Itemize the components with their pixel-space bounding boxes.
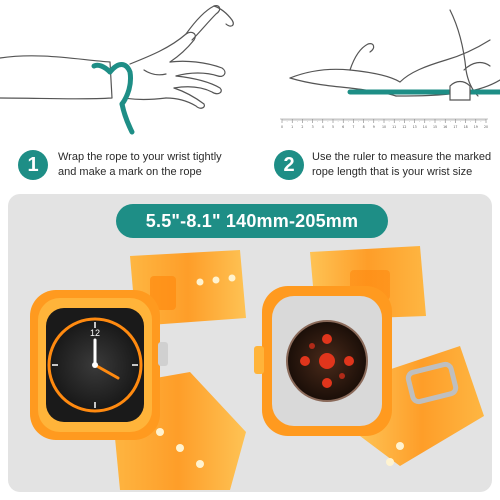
svg-text:12: 12 <box>90 328 100 338</box>
size-range-banner: 5.5"-8.1" 140mm-205mm <box>116 204 388 238</box>
ruler-label: 18 <box>464 125 468 129</box>
ruler-label: 3 <box>312 125 314 129</box>
ruler-label: 8 <box>363 125 365 129</box>
watch-front-image: 12 <box>10 236 250 492</box>
ruler-label: 17 <box>453 125 457 129</box>
ruler-label: 2 <box>301 125 303 129</box>
ruler-label: 11 <box>392 125 396 129</box>
ruler-label: 6 <box>342 125 344 129</box>
ruler-label: 7 <box>352 125 354 129</box>
ruler-label: 19 <box>474 125 478 129</box>
ruler-icon <box>289 9 500 101</box>
ruler-label: 9 <box>373 125 375 129</box>
watch-back-image <box>250 236 490 492</box>
step-2-line2: rope length that is your wrist size <box>312 166 473 178</box>
hand-sketch-icon <box>0 5 234 135</box>
ruler-label: 1 <box>291 125 293 129</box>
buckle <box>405 361 459 405</box>
ruler-label: 12 <box>402 125 406 129</box>
ruler-label: 0 <box>281 125 283 129</box>
ruler-label: 15 <box>433 125 437 129</box>
ruler-label: 10 <box>382 125 386 129</box>
ruler-label: 4 <box>322 125 324 129</box>
ruler-label: 5 <box>332 125 334 129</box>
ruler-label: 16 <box>443 125 447 129</box>
step-1-badge: 1 <box>18 150 48 180</box>
ruler-measure-illustration <box>250 0 500 140</box>
step-1-line2: and make a mark on the rope <box>58 166 202 178</box>
step-2-text: Use the ruler to measure the marked rope… <box>312 150 497 180</box>
wrist-wrap-illustration <box>0 0 250 140</box>
ruler-label: 13 <box>413 125 417 129</box>
step-1-text: Wrap the rope to your wrist tightly and … <box>58 150 243 180</box>
ruler-label: 20 <box>484 125 488 129</box>
step-2-line1: Use the ruler to measure the marked <box>312 151 492 163</box>
step-1-line1: Wrap the rope to your wrist tightly <box>58 151 222 163</box>
step-2-badge: 2 <box>274 150 304 180</box>
ruler-label: 14 <box>423 125 427 129</box>
